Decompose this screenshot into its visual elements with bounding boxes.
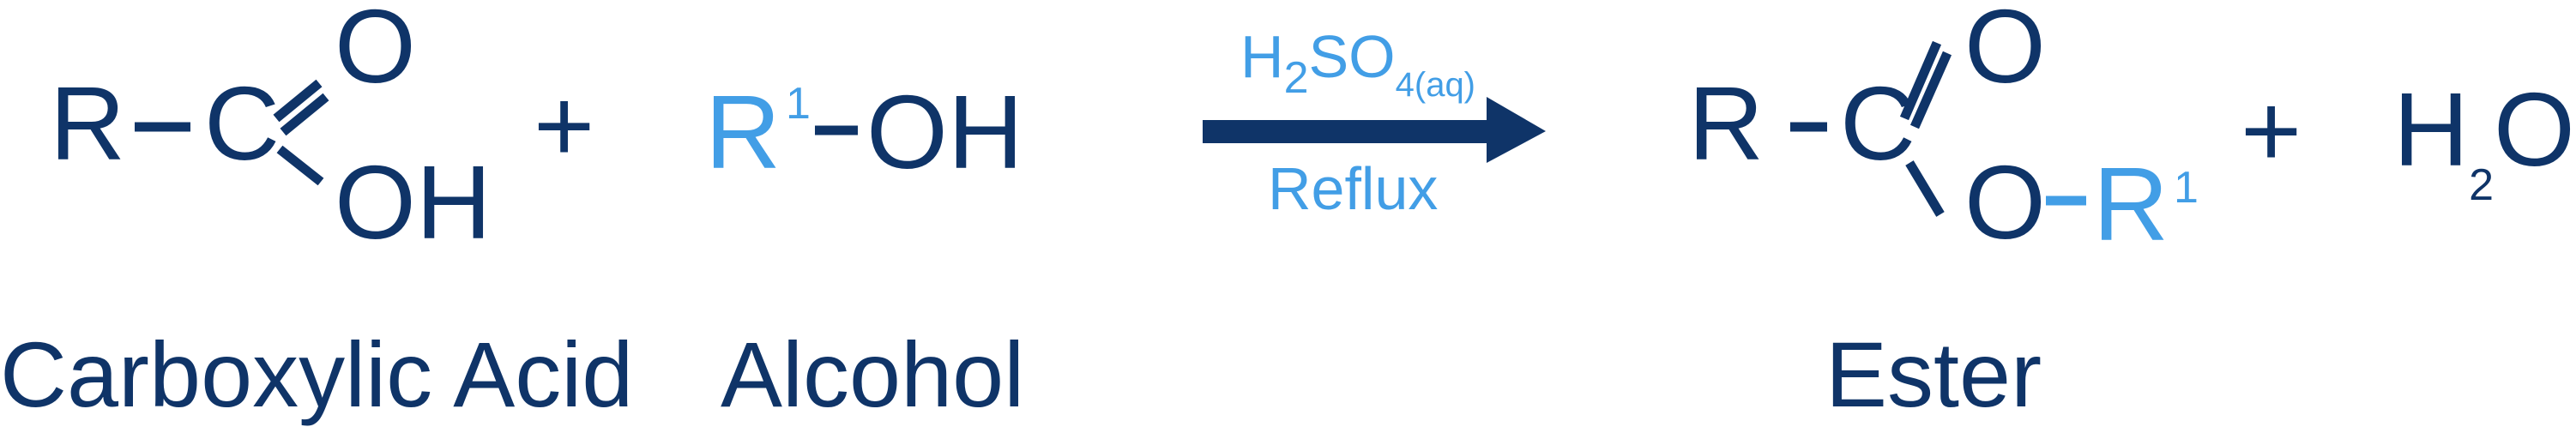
ester-carbon: C — [1840, 65, 1915, 182]
reaction-arrow — [1203, 97, 1546, 163]
reaction-conditions: H2SO4(aq) Reflux — [1203, 23, 1546, 222]
ester-r-group: R — [1688, 65, 1764, 182]
acid-carbonyl-oxygen: O — [335, 0, 416, 105]
ester-double-bond-2 — [1909, 51, 1952, 129]
carboxylic-acid-structure: R C O OH — [50, 0, 492, 261]
ester-carbonyl-oxygen: O — [1964, 0, 2046, 105]
alcohol-r1-superscript: 1 — [786, 79, 811, 129]
acid-r-group: R — [50, 65, 125, 182]
acid-double-bond-1 — [273, 79, 323, 123]
alcohol-structure: R 1 OH — [705, 74, 1023, 190]
acid-hydroxyl: OH — [335, 144, 492, 261]
plus-sign-products: + — [2241, 72, 2302, 189]
ester-r1-superscript: 1 — [2174, 163, 2199, 213]
water-formula: H2O — [2393, 71, 2575, 210]
plus-sign-reactants: + — [534, 67, 594, 183]
ester-single-oxygen: O — [1964, 144, 2046, 261]
catalyst-formula: H2SO4(aq) — [1240, 23, 1475, 104]
acid-c-o-single-bond — [276, 145, 324, 186]
ester-r1-group: R — [2093, 146, 2169, 262]
ester-structure: R C O O R 1 — [1688, 0, 2199, 262]
label-carboxylic-acid: Carboxylic Acid — [0, 322, 633, 426]
ester-double-bond-1 — [1899, 40, 1942, 121]
label-ester: Ester — [1825, 322, 2042, 426]
alcohol-hydroxyl: OH — [866, 74, 1023, 190]
acid-carbon: C — [204, 65, 280, 182]
ester-c-o-single-bond — [1905, 160, 1945, 217]
acid-double-bond-2 — [280, 93, 329, 136]
label-alcohol: Alcohol — [721, 322, 1024, 426]
alcohol-r1-group: R — [705, 74, 781, 190]
reflux-condition: Reflux — [1268, 155, 1438, 222]
